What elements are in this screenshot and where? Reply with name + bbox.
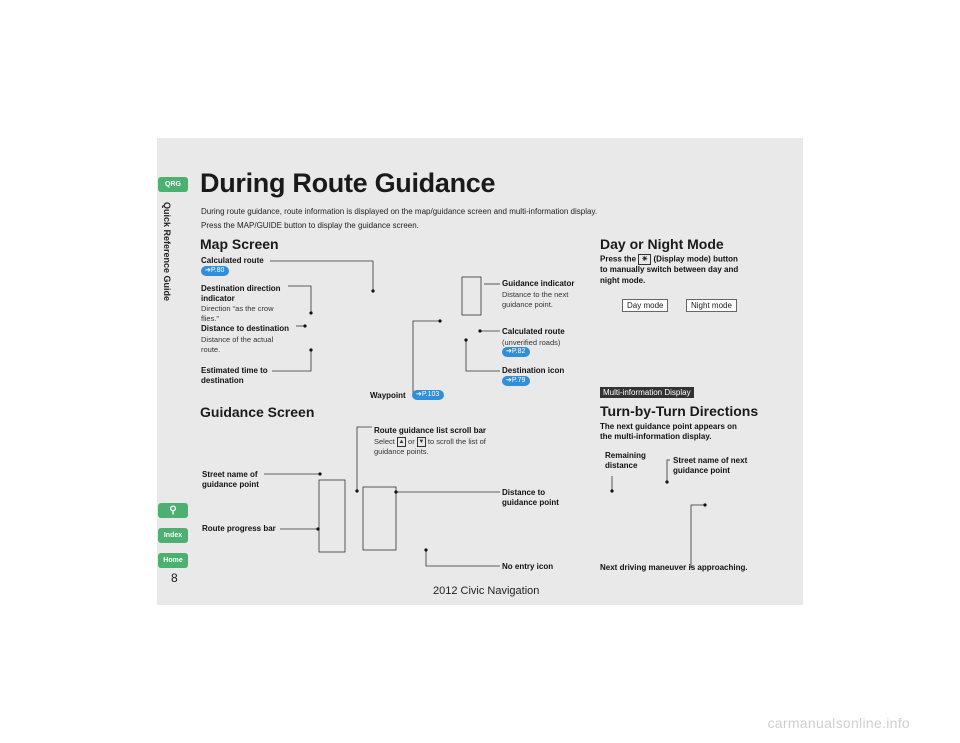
distance-to-point-label-1: Distance to: [502, 488, 546, 497]
scroll-bar-desc: Select ▲ or ▼ to scroll the list of: [374, 437, 486, 448]
no-entry-label: No entry icon: [502, 562, 554, 571]
guidance-indicator-desc-2: guidance point.: [502, 300, 553, 309]
intro-line-2: Press the MAP/GUIDE button to display th…: [201, 221, 419, 230]
estimated-time-label-2: destination: [201, 376, 244, 385]
estimated-time-label-1: Estimated time to: [201, 366, 268, 375]
destination-icon-label: Destination icon: [502, 366, 565, 375]
destination-direction-label-1: Destination direction: [201, 284, 281, 293]
scroll-bar-label: Route guidance list scroll bar: [374, 426, 487, 435]
distance-to-destination-desc-2: route.: [201, 345, 221, 354]
street-next-label-2: guidance point: [673, 466, 730, 475]
display-mode-button-icon: ☀: [638, 254, 652, 265]
distance-to-point-label-2: guidance point: [502, 498, 559, 507]
map-screen-heading: Map Screen: [200, 236, 279, 252]
destination-direction-desc-1: Direction “as the crow: [201, 304, 274, 313]
page-number: 8: [171, 571, 178, 585]
route-progress-bar-label: Route progress bar: [202, 524, 276, 533]
home-tab[interactable]: Home: [158, 553, 188, 568]
calc-route-unverified-desc: (unverified roads): [502, 338, 561, 347]
footer-text: 2012 Civic Navigation: [433, 585, 540, 597]
day-night-text-3: night mode.: [600, 276, 646, 285]
day-night-text-1: Press the ☀ (Display mode) button: [600, 254, 738, 265]
distance-to-destination-desc-1: Distance of the actual: [201, 335, 274, 344]
guidance-indicator-desc-1: Distance to the next: [502, 290, 569, 299]
watermark-text: carmanualsonline.info: [767, 715, 910, 731]
qrg-tab[interactable]: QRG: [158, 177, 188, 192]
turn-by-turn-text-1: The next guidance point appears on: [600, 422, 737, 431]
remaining-distance-label-2: distance: [605, 461, 638, 470]
intro-line-1: During route guidance, route information…: [201, 207, 598, 216]
turn-by-turn-text-2: the multi-information display.: [600, 432, 712, 441]
street-name-label-1: Street name of: [202, 470, 258, 479]
scroll-up-key-icon: ▲: [396, 437, 406, 448]
multi-info-tag: Multi-information Display: [600, 387, 694, 398]
next-maneuver-label: Next driving maneuver is approaching.: [600, 563, 748, 572]
day-night-heading: Day or Night Mode: [600, 236, 724, 252]
scroll-down-key-icon: ▼: [416, 437, 426, 448]
destination-direction-desc-2: flies.”: [201, 314, 219, 323]
day-night-text-2: to manually switch between day and: [600, 265, 739, 274]
turn-by-turn-heading: Turn-by-Turn Directions: [600, 403, 759, 419]
waypoint-label: Waypoint: [370, 391, 406, 400]
destination-direction-label-2: indicator: [201, 294, 235, 303]
day-mode-box: Day mode: [622, 299, 669, 312]
street-next-label-1: Street name of next: [673, 456, 748, 465]
remaining-distance-label-1: Remaining: [605, 451, 646, 460]
index-tab[interactable]: Index: [158, 528, 188, 543]
scroll-bar-desc-2: guidance points.: [374, 447, 429, 456]
guidance-screen-heading: Guidance Screen: [200, 404, 315, 420]
street-name-label-2: guidance point: [202, 480, 259, 489]
calculated-route-ref[interactable]: ➔P.80: [201, 266, 230, 276]
page-title: During Route Guidance: [200, 168, 496, 198]
navigation-tab-icon[interactable]: ⚲: [158, 503, 188, 518]
guidance-indicator-label: Guidance indicator: [502, 279, 575, 288]
waypoint-ref[interactable]: ➔P.103: [412, 390, 445, 400]
calc-route-unverified-ref[interactable]: ➔P.82: [502, 347, 531, 357]
calc-route-unverified-label: Calculated route: [502, 327, 565, 336]
calculated-route-label: Calculated route: [201, 256, 264, 265]
destination-icon-ref[interactable]: ➔P.79: [502, 376, 531, 386]
page-background: [157, 138, 803, 605]
distance-to-destination-label: Distance to destination: [201, 324, 290, 333]
night-mode-box: Night mode: [686, 299, 737, 312]
